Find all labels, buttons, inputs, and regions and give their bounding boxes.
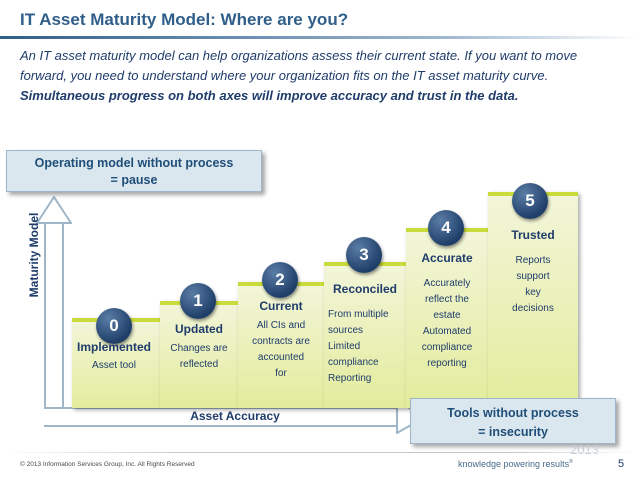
footer-divider bbox=[0, 452, 638, 453]
step-level-2 bbox=[238, 282, 324, 408]
level-0-name: Implemented bbox=[76, 340, 151, 354]
y-axis-arrowhead bbox=[36, 196, 72, 224]
level-1-name: Updated bbox=[175, 322, 223, 336]
level-5-desc: Reports support key decisions bbox=[512, 255, 554, 314]
registered-mark: ® bbox=[569, 459, 573, 465]
level-2-name: Current bbox=[259, 299, 303, 313]
callout-tools-line1: Tools without process bbox=[447, 406, 579, 420]
callout-tools-without-process: Tools without process = insecurity bbox=[410, 398, 616, 444]
level-4-badge: 4 bbox=[428, 210, 464, 246]
callout-tools-line2: = insecurity bbox=[478, 425, 548, 439]
step-level-4 bbox=[406, 228, 488, 408]
intro-paragraph: An IT asset maturity model can help orga… bbox=[20, 46, 626, 106]
level-3-badge: 3 bbox=[346, 237, 382, 273]
intro-emphasis: Simultaneous progress on both axes will … bbox=[20, 88, 519, 103]
y-axis-arrow-shaft bbox=[44, 222, 64, 408]
level-3-desc: From multiple sources Limited compliance… bbox=[328, 309, 389, 384]
x-axis-arrow-shaft bbox=[44, 407, 398, 427]
level-5-name: Trusted bbox=[511, 228, 555, 242]
level-2-badge: 2 bbox=[262, 262, 298, 298]
y-axis-label: Maturity Model bbox=[27, 212, 41, 298]
level-4-desc: Accurately reflect the estate Automated … bbox=[421, 278, 473, 369]
slide-title: IT Asset Maturity Model: Where are you? bbox=[20, 10, 349, 29]
level-1-badge: 1 bbox=[180, 283, 216, 319]
callout-operating-model-line1: Operating model without process bbox=[34, 156, 234, 170]
level-2-desc: All CIs and contracts are accounted for bbox=[252, 320, 310, 379]
level-1-desc: Changes are reflected bbox=[170, 343, 228, 370]
level-5-badge: 5 bbox=[512, 183, 548, 219]
footer-tagline: knowledge powering results® bbox=[458, 459, 573, 469]
callout-operating-model: Operating model without process = pause bbox=[6, 150, 262, 192]
footer-copyright: © 2013 Information Services Group, Inc. … bbox=[20, 461, 195, 468]
page-number: 5 bbox=[618, 458, 625, 470]
level-0-badge: 0 bbox=[96, 308, 132, 344]
level-0-desc: Asset tool bbox=[92, 360, 136, 371]
title-underline bbox=[0, 36, 638, 39]
level-3-name: Reconciled bbox=[332, 282, 398, 296]
footer-watermark: 2013 bbox=[570, 442, 599, 457]
footer-tagline-text: knowledge powering results bbox=[458, 459, 570, 469]
level-4-name: Accurate bbox=[421, 251, 473, 265]
callout-operating-model-line2: = pause bbox=[110, 173, 158, 187]
x-axis-label: Asset Accuracy bbox=[190, 409, 280, 423]
intro-text: An IT asset maturity model can help orga… bbox=[20, 48, 578, 83]
